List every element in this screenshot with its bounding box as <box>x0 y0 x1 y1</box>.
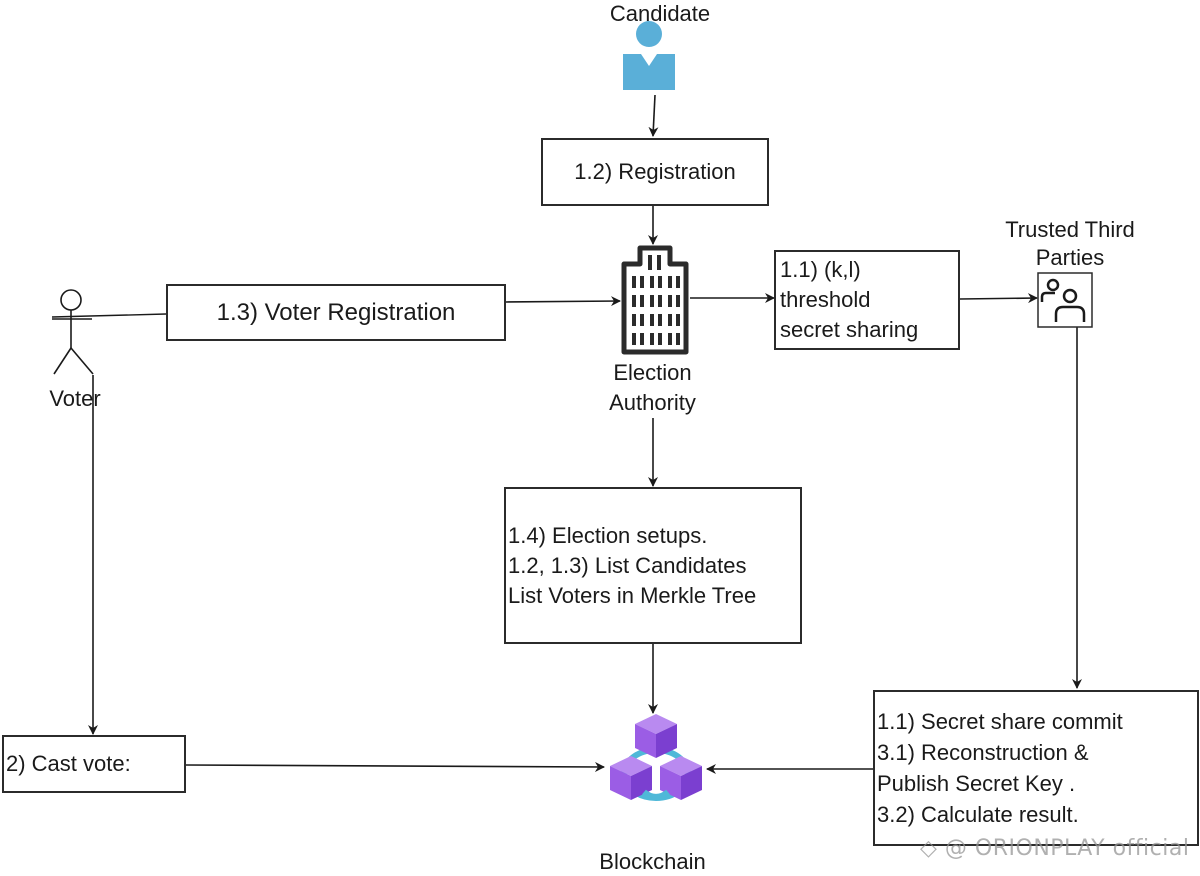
threshold-sharing-box: 1.1) (k,l) threshold secret sharing <box>774 250 960 350</box>
registration-label: 1.2) Registration <box>574 159 736 184</box>
secret-commit-label: 1.1) Secret share commit 3.1) Reconstruc… <box>877 709 1123 827</box>
watermark: ◇ @ ORIONPLAY official <box>920 836 1190 861</box>
person-icon <box>623 21 675 90</box>
cast-vote-label: 2) Cast vote: <box>6 751 131 776</box>
edge-castvote-blockchain <box>185 761 605 772</box>
secret-commit-box: 1.1) Secret share commit 3.1) Reconstruc… <box>873 690 1199 846</box>
building-icon <box>621 245 689 355</box>
blockchain-cubes-icon <box>610 714 702 801</box>
trusted-third-parties-label: Trusted Third Parties <box>1005 217 1135 270</box>
stick-figure-icon <box>52 289 94 375</box>
blockchain-label: Blockchain <box>599 849 706 874</box>
election-setup-label: 1.4) Election setups. 1.2, 1.3) List Can… <box>508 522 757 608</box>
edge-voterreg-authority <box>505 296 621 307</box>
election-setup-box: 1.4) Election setups. 1.2, 1.3) List Can… <box>504 487 802 644</box>
candidate-label: Candidate <box>609 1 711 26</box>
threshold-sharing-label: 1.1) (k,l) threshold secret sharing <box>780 257 919 342</box>
edge-candidate-registration <box>648 94 659 137</box>
election-authority-label: Election Authority <box>609 360 696 415</box>
registration-box: 1.2) Registration <box>541 138 769 206</box>
voter-label: Voter <box>49 386 101 411</box>
voter-registration-label: 1.3) Voter Registration <box>216 298 456 326</box>
users-icon <box>1037 272 1093 328</box>
voter-registration-box: 1.3) Voter Registration <box>166 284 506 341</box>
cast-vote-box: 2) Cast vote: <box>2 735 186 793</box>
edge-threshold-ttp <box>959 293 1038 304</box>
